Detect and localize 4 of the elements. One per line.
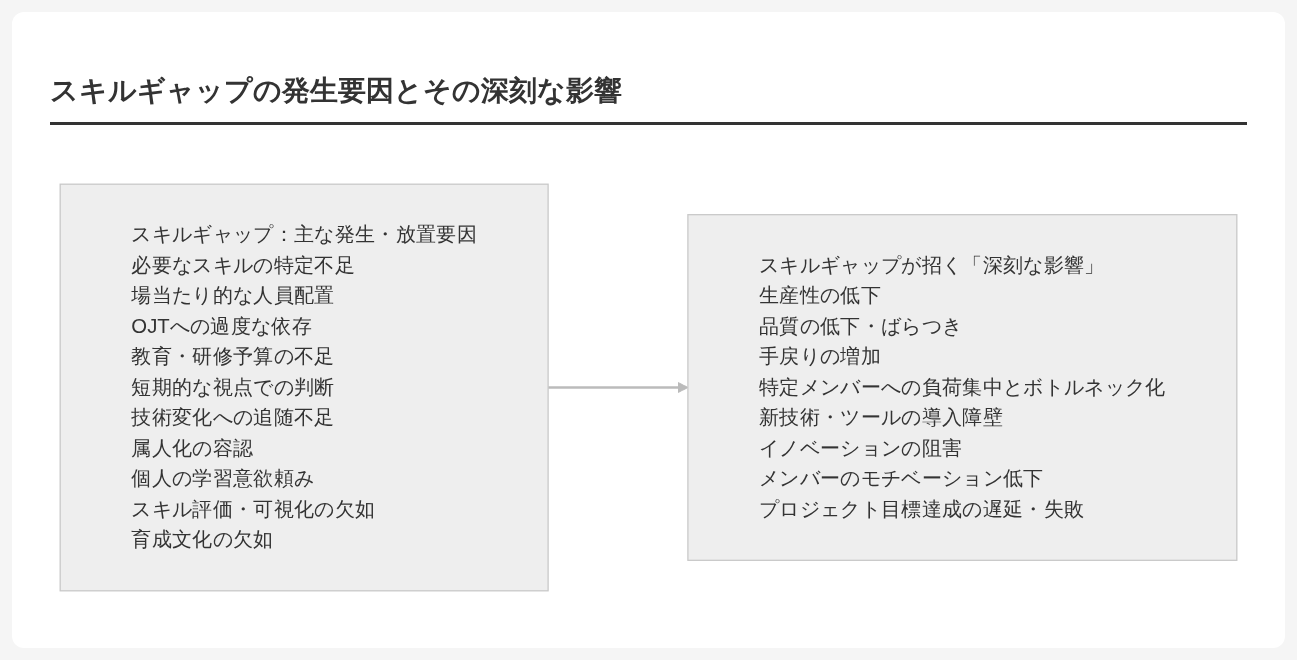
card-background: スキルギャップの発生要因とその深刻な影響 スキルギャップ：主な発生・放置要因 必要なスキルの特定不足 場当たり的な人員配置 OJTへの過度な依存 教育・研修予算の不足 短期的な視点での判断 技術変化への追随不足 属人化の容認 個人の学習意欲頼み スキル評価・可視化の欠如 育成文化の欠如 スキルギャップが招く「深刻な影響」 生産性の低下 品質の低下・ばらつき 手戻りの増加 特定メンバーへの負荷集中とボトルネック化 新技術・ツールの導入障壁 イノベーションの阻害 メンバーのモチベーション低下 プロジェクト目標達成の遅延・失敗 [12,12,1285,648]
node-box [59,183,549,592]
title: スキルギャップの発生要因とその深刻な影響 [50,72,1247,125]
node-box [687,214,1238,561]
